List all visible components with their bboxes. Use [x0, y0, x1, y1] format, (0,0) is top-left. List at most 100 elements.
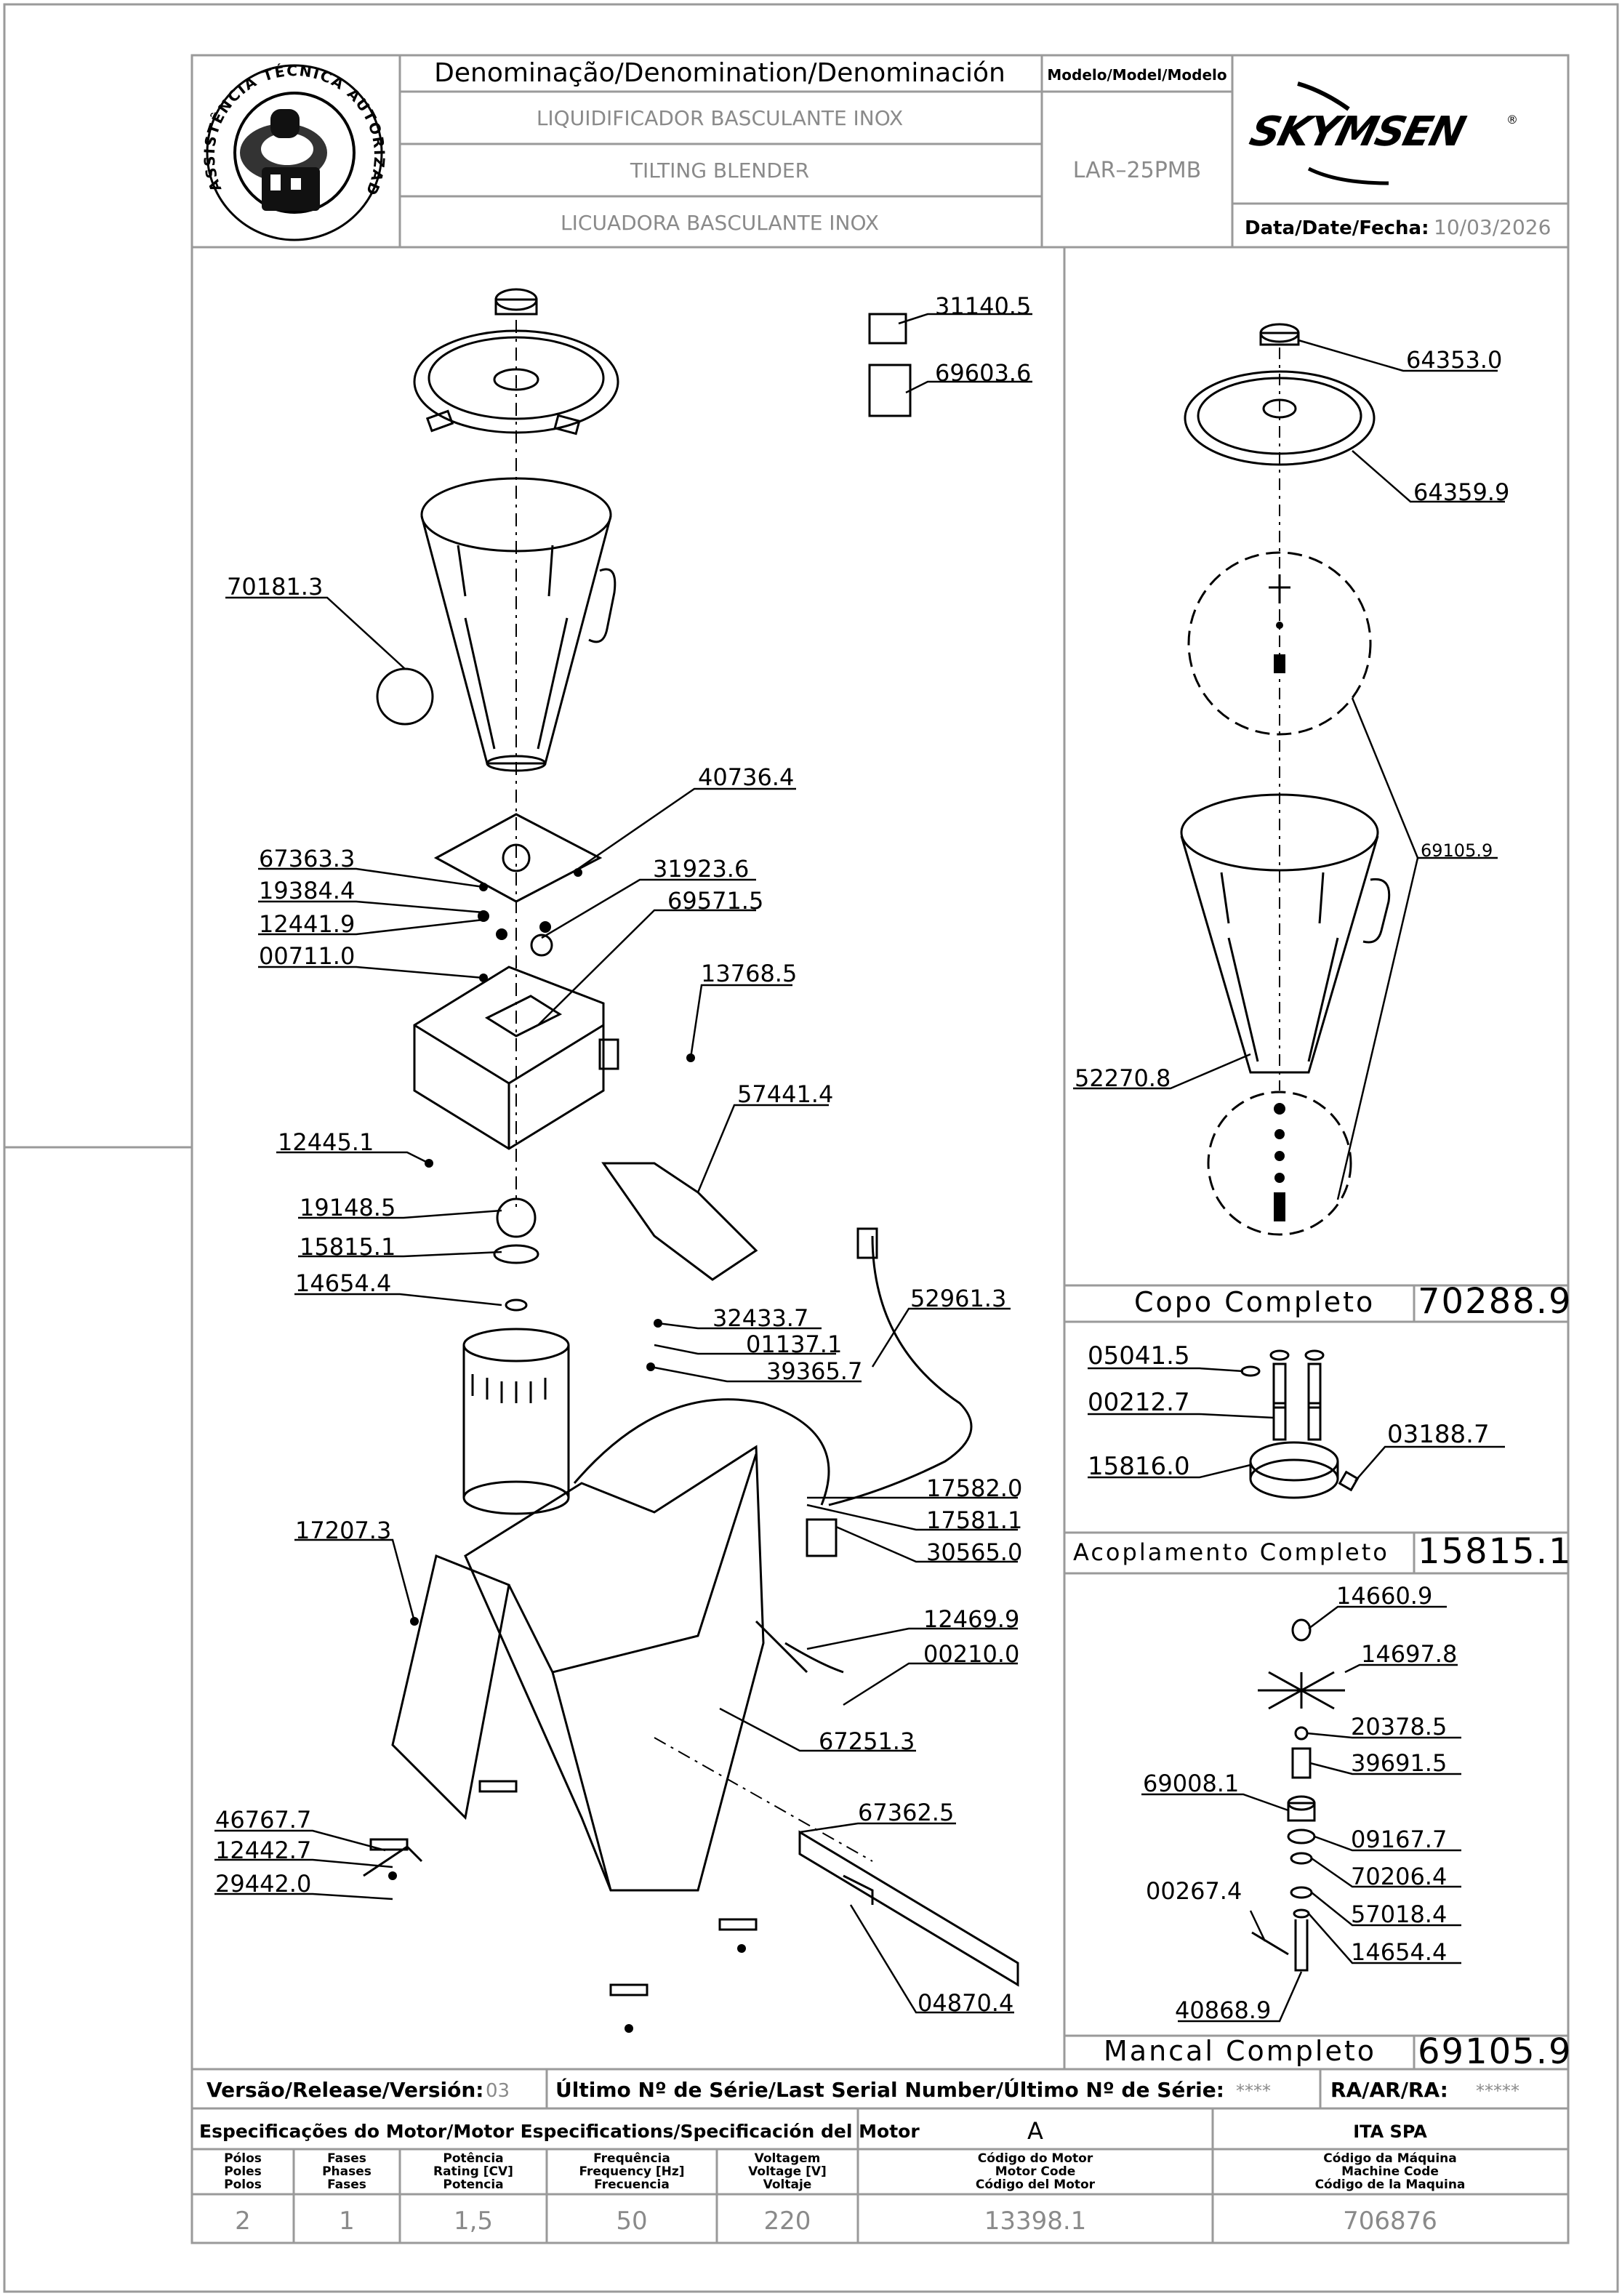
part-label: 00210.0	[923, 1640, 1019, 1668]
spec-value-phases: 1	[339, 2207, 355, 2236]
part-label: 52270.8	[1075, 1064, 1171, 1092]
copo-title: Copo Completo	[1134, 1286, 1375, 1318]
copo-part-labels: 64353.0 64359.9 69105.9 52270.8	[1075, 346, 1509, 1092]
spec-h3: Código de la Maquina	[1315, 2177, 1466, 2192]
serial-label: Último Nº de Série/Last Serial Number/Úl…	[555, 2077, 1224, 2102]
spec-h1: Pólos	[224, 2151, 262, 2166]
spec-value-voltage: 220	[764, 2207, 811, 2236]
part-label: 31923.6	[653, 855, 749, 883]
model-label: Modelo/Model/Modelo	[1047, 66, 1226, 84]
spec-h3: Código del Motor	[976, 2177, 1096, 2192]
header-grid	[192, 55, 1568, 2243]
spec-value-rating: 1,5	[454, 2207, 493, 2236]
part-label: 12445.1	[278, 1128, 374, 1156]
part-label: 69571.5	[667, 887, 763, 915]
spec-values: 2 1 1,5 50 220 13398.1 706876	[235, 2207, 1437, 2236]
version-label: Versão/Release/Versión:	[206, 2078, 483, 2102]
copo-drawing	[1180, 323, 1391, 1236]
part-label: 14654.4	[295, 1269, 391, 1297]
part-label: 19148.5	[300, 1194, 396, 1221]
spec-h2: Voltage [V]	[748, 2164, 827, 2179]
serial-value: ****	[1236, 2081, 1271, 2101]
name-es: LICUADORA BASCULANTE INOX	[561, 211, 879, 235]
part-label: 00267.4	[1146, 1877, 1242, 1905]
part-label: 67251.3	[819, 1727, 915, 1755]
part-label: 52961.3	[910, 1285, 1006, 1312]
spec-h3: Fases	[327, 2177, 366, 2192]
part-label: 57441.4	[737, 1080, 833, 1108]
part-label: 70206.4	[1351, 1863, 1447, 1890]
name-pt: LIQUIDIFICADOR BASCULANTE INOX	[537, 106, 903, 130]
mancal-code: 69105.9	[1418, 2031, 1573, 2072]
spec-h2: Motor Code	[995, 2164, 1076, 2179]
svg-text:ASSISTÊNCIA TÉCNICA AUTORIZADA: ASSISTÊNCIA TÉCNICA AUTORIZADA	[0, 0, 388, 199]
spec-h1: Código da Máquina	[1323, 2151, 1457, 2166]
part-label: 30565.0	[926, 1538, 1022, 1566]
spec-value-frequency: 50	[616, 2207, 647, 2236]
motor-spec-label: Especificações do Motor/Motor Especifica…	[199, 2121, 920, 2142]
brand-logo: SKYMSEN ®	[1245, 81, 1518, 185]
part-label: 69008.1	[1143, 1770, 1239, 1797]
copo-small-parts	[1274, 622, 1285, 1221]
part-label: 00212.7	[1088, 1388, 1190, 1417]
part-label: 31140.5	[935, 292, 1031, 320]
part-label: 13768.5	[701, 960, 797, 987]
part-label: 12441.9	[259, 910, 355, 938]
acoplamento-part-labels: 05041.5 00212.7 03188.7 15816.0	[1088, 1341, 1490, 1481]
part-label: 40736.4	[698, 763, 794, 791]
ra-label: RA/AR/RA:	[1330, 2078, 1448, 2102]
part-label: 03188.7	[1387, 1420, 1490, 1449]
date-value: 10/03/2026	[1434, 215, 1551, 239]
part-label: 32433.7	[712, 1304, 808, 1332]
mancal-part-labels: 14660.9 14697.8 20378.5 39691.5 69008.1 …	[1143, 1582, 1457, 2024]
part-label: 12442.7	[215, 1837, 311, 1864]
spec-h1: Potência	[443, 2151, 503, 2166]
manufacturer: ITA SPA	[1353, 2122, 1427, 2142]
name-en: TILTING BLENDER	[630, 158, 809, 182]
denomination-label: Denominação/Denomination/Denominación	[434, 58, 1005, 88]
seal-text: ASSISTÊNCIA TÉCNICA AUTORIZADA	[0, 0, 387, 199]
part-label: 20378.5	[1351, 1713, 1447, 1741]
spec-h2: Phases	[322, 2164, 372, 2179]
part-label: 29442.0	[215, 1870, 311, 1898]
spec-h2: Rating [CV]	[433, 2164, 513, 2179]
spec-h1: Fases	[327, 2151, 366, 2166]
part-label: 39365.7	[766, 1357, 862, 1385]
spec-h1: Código do Motor	[978, 2151, 1093, 2166]
version-value: 03	[486, 2080, 510, 2102]
part-label: 15816.0	[1088, 1452, 1190, 1481]
part-label: 17582.0	[926, 1474, 1022, 1502]
spec-value-motor-code: 13398.1	[984, 2207, 1087, 2236]
part-label: 00711.0	[259, 942, 355, 970]
part-label: 17581.1	[926, 1506, 1022, 1534]
spec-headers: Pólos Poles Polos Fases Phases Fases Pot…	[224, 2151, 1465, 2192]
spec-h3: Polos	[224, 2177, 262, 2192]
ra-value: *****	[1476, 2081, 1519, 2101]
brand-registered: ®	[1506, 113, 1518, 127]
acoplamento-code: 15815.1	[1418, 1531, 1573, 1572]
authorized-service-seal: ASSISTÊNCIA TÉCNICA AUTORIZADA	[0, 0, 388, 241]
small-fasteners	[388, 868, 746, 2033]
date-label: Data/Date/Fecha:	[1245, 217, 1429, 239]
part-label: 57018.4	[1351, 1900, 1447, 1928]
part-label: 64353.0	[1406, 346, 1502, 374]
part-label: 69603.6	[935, 359, 1031, 387]
center-axis	[515, 320, 873, 1862]
sheet-frame	[3, 3, 1619, 2293]
spec-h1: Voltagem	[755, 2151, 821, 2166]
part-label: 46767.7	[215, 1806, 311, 1834]
part-label: 15815.1	[300, 1233, 396, 1261]
part-label: 04870.4	[918, 1989, 1013, 2017]
spec-h1: Frequência	[593, 2151, 670, 2166]
spec-h3: Voltaje	[763, 2177, 812, 2192]
part-label: 14660.9	[1336, 1582, 1432, 1610]
part-label: 17207.3	[295, 1517, 391, 1544]
model-value: LAR–25PMB	[1073, 158, 1202, 183]
motor-class: A	[1027, 2117, 1043, 2145]
mancal-drawing	[1251, 1618, 1345, 1972]
part-label: 01137.1	[746, 1330, 842, 1358]
part-label: 14697.8	[1361, 1640, 1457, 1668]
acoplamento-drawing	[1240, 1349, 1360, 1499]
